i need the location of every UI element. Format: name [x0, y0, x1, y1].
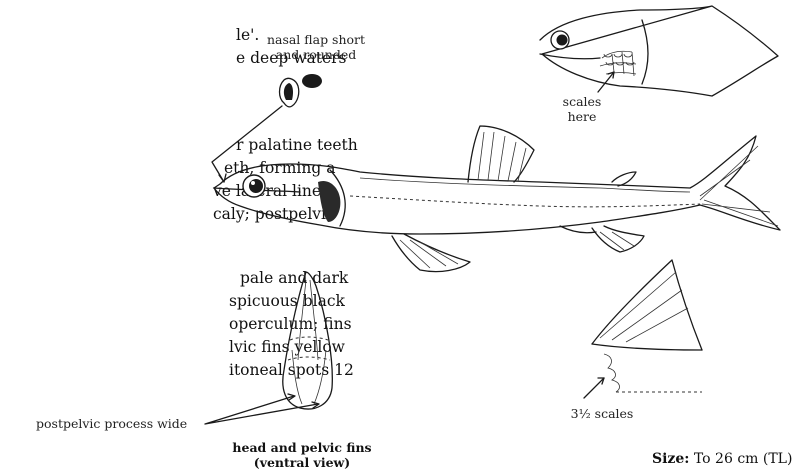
caption-line-1: head and pelvic fins [232, 440, 371, 455]
label-scales-here: scales here [552, 94, 612, 124]
caption-line-2: (ventral view) [254, 455, 350, 470]
fin-scale-detail [584, 260, 702, 398]
ventral-view-drawing [205, 272, 332, 424]
size-value: To 26 cm (TL) [689, 451, 792, 467]
head-scales-drawing [540, 6, 778, 96]
ventral-view-caption: head and pelvic fins (ventral view) [232, 440, 372, 470]
fish-body [214, 126, 780, 272]
label-postpelvic: postpelvic process wide [36, 416, 206, 431]
label-nasal-flap: nasal flap short and rounded [236, 32, 396, 62]
size-note: Size: To 26 cm (TL) [652, 450, 792, 468]
label-scales-count: 3½ scales [564, 406, 640, 421]
size-label: Size: [652, 451, 689, 467]
